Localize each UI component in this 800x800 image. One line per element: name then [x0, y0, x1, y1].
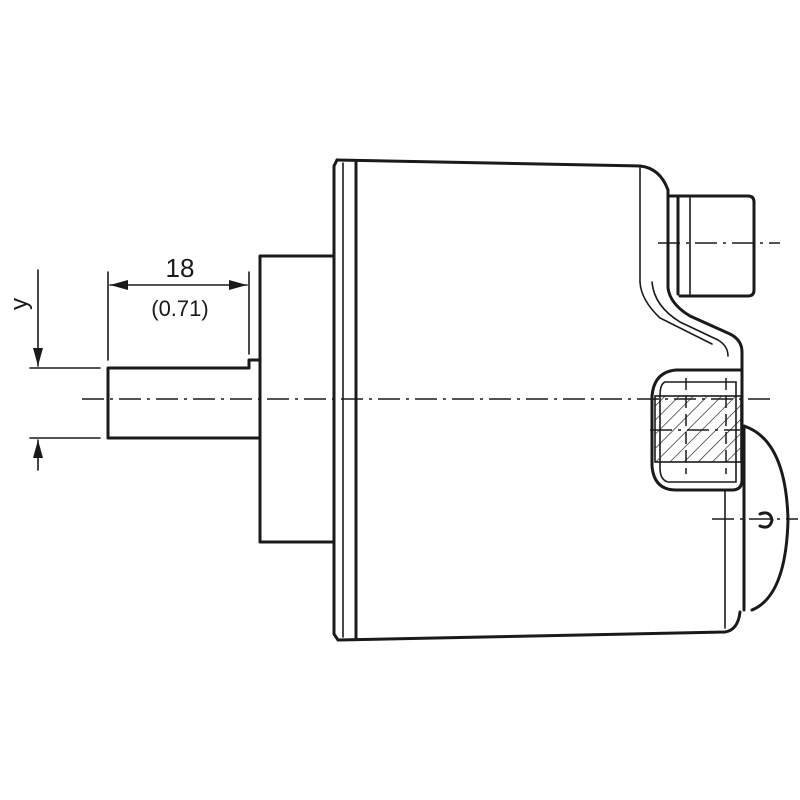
arrowhead-up: [33, 440, 43, 458]
dimension-shaft-length: 18 (0.71): [107, 253, 250, 361]
connector: [651, 194, 756, 374]
housing: [332, 158, 742, 642]
center-lines: [82, 242, 798, 520]
dimension-shaft-diameter: y: [6, 269, 101, 471]
shaft-length-value: 18: [166, 253, 195, 283]
shaft-diameter-label: y: [6, 298, 33, 310]
arrowhead-down: [33, 348, 43, 366]
rear-cover: [742, 424, 790, 612]
sectioned-insert: [650, 368, 744, 492]
arrowhead-left: [110, 280, 128, 290]
arrowhead-right: [229, 280, 247, 290]
shaft-length-imperial: (0.71): [151, 296, 208, 321]
